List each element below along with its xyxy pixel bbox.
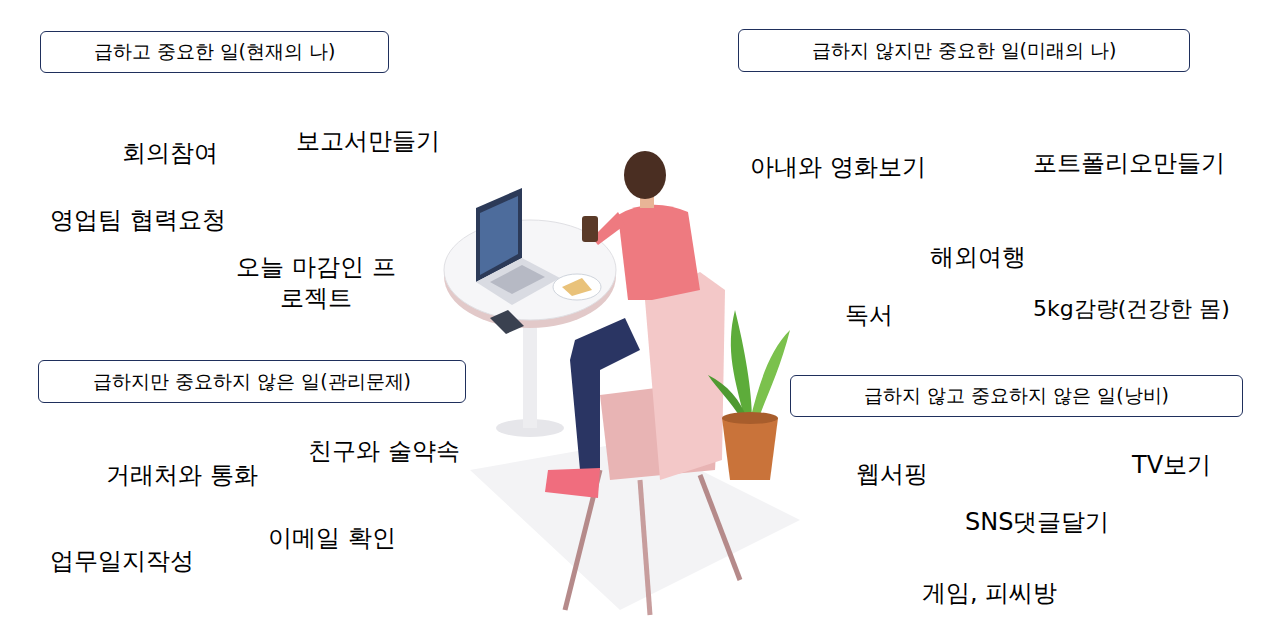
laptop-keyboard [476,258,560,305]
task-label: 독서 [845,300,893,331]
leaf [750,330,790,420]
category-box: 급하지 않지만 중요한 일(미래의 나) [738,29,1190,72]
task-label: SNS댓글달기 [965,507,1109,538]
task-label: 게임, 피씨방 [922,578,1057,609]
category-title: 급하지 않지만 중요한 일(미래의 나) [812,38,1117,64]
task-label: 웹서핑 [856,459,928,490]
task-label: 영업팀 협력요청 [50,205,226,236]
sandwich [562,278,592,296]
task-label: 친구와 술약속 [308,436,460,467]
category-title: 급하지만 중요하지 않은 일(관리문제) [93,369,411,395]
cup [582,216,598,242]
category-box: 급하고 중요한 일(현재의 나) [40,31,389,73]
chair-leg [640,480,650,615]
category-box: 급하지만 중요하지 않은 일(관리문제) [38,360,466,403]
task-label: 회의참여 [122,138,218,169]
shirt [618,205,700,300]
task-label: 아내와 영화보기 [750,152,926,183]
plant-pot [722,418,778,480]
head [624,151,666,199]
task-label: 오늘 마감인 프로젝트 [236,252,396,314]
shoe [545,468,600,498]
category-box: 급하지 않고 중요하지 않은 일(낭비) [790,375,1243,417]
phone [490,310,524,334]
laptop-keys [490,265,545,294]
plate [553,274,601,300]
category-title: 급하지 않고 중요하지 않은 일(낭비) [864,383,1169,409]
task-label: 포트폴리오만들기 [1033,148,1225,179]
chair-back [645,272,725,480]
pot-rim [722,412,778,424]
task-label: 보고서만들기 [296,126,440,157]
task-label: 해외여행 [930,242,1026,273]
chair-leg [700,475,740,580]
task-label: TV보기 [1132,450,1211,481]
task-label: 5kg감량(건강한 몸) [1033,295,1230,324]
task-label: 거래처와 통화 [106,460,258,491]
task-label: 이메일 확인 [268,523,396,554]
task-label: 업무일지작성 [50,546,194,577]
category-title: 급하고 중요한 일(현재의 나) [94,39,336,65]
